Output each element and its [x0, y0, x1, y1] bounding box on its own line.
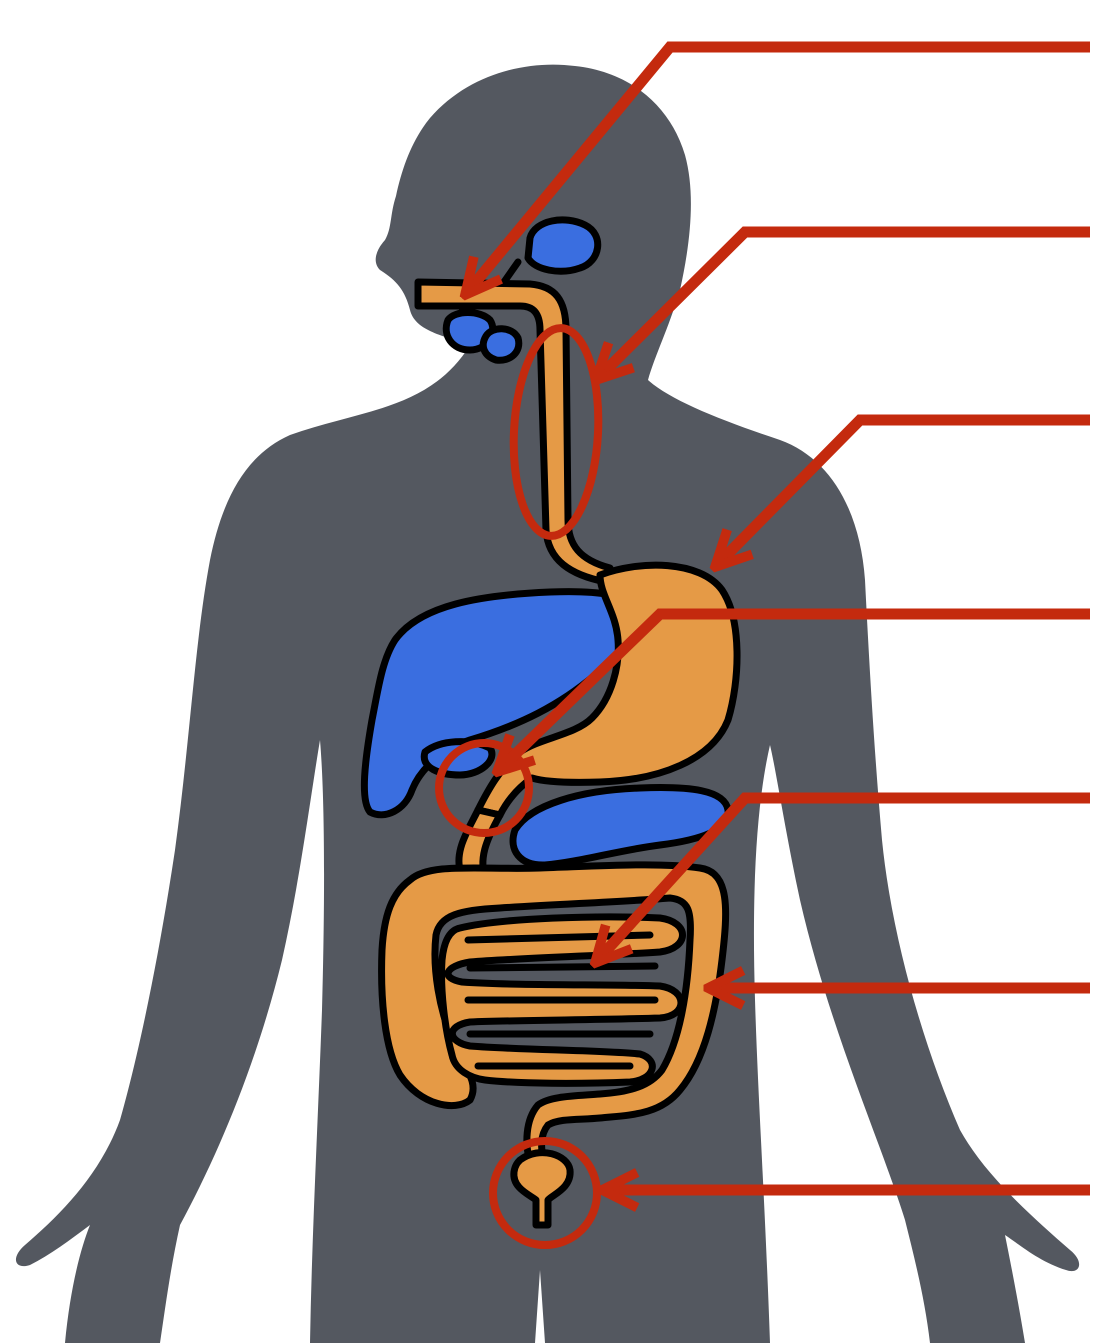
digestive-system-diagram [0, 0, 1101, 1343]
